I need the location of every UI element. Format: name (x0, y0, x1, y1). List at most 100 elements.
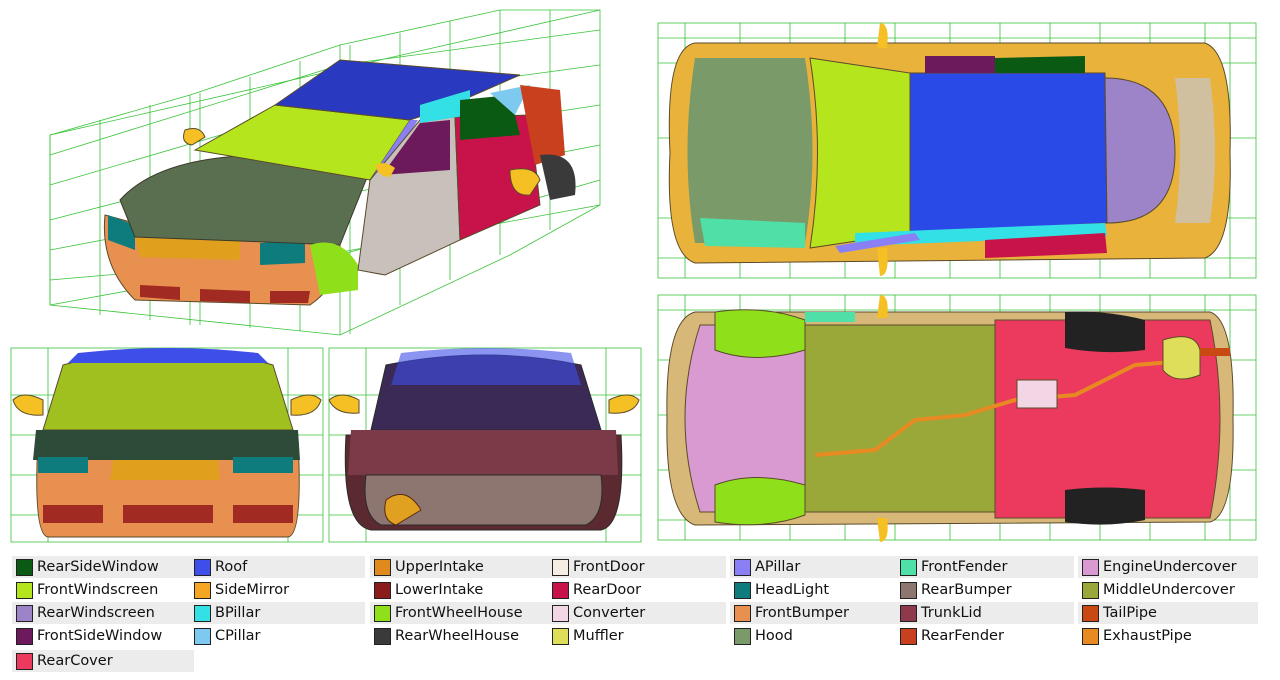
legend-label: FrontWindscreen (37, 582, 159, 598)
upper-intake (135, 237, 240, 260)
legend-label: TrunkLid (921, 605, 982, 621)
legend-label: TailPipe (1103, 605, 1157, 621)
rear-bumper (364, 474, 603, 526)
headlight-right (260, 240, 305, 265)
legend-label: CPillar (215, 628, 261, 644)
legend-item: FrontDoor (548, 556, 726, 578)
legend-swatch (734, 558, 751, 576)
side-mirror-top (877, 295, 888, 318)
c-pillar (490, 85, 530, 115)
legend-label: FrontSideWindow (37, 628, 163, 644)
front-view (8, 345, 326, 545)
hood (33, 430, 300, 460)
bottom-view-canvas (657, 294, 1257, 542)
rear-tire-top (1065, 311, 1145, 353)
legend-swatch (16, 604, 33, 622)
front-wheelhouse-bottom (714, 477, 806, 526)
legend-item: FrontWindscreen (12, 579, 194, 601)
trunk-lid (1175, 78, 1215, 223)
legend-item: RearWindscreen (12, 602, 194, 624)
legend-label: Muffler (573, 628, 624, 644)
roof-edge (391, 348, 581, 385)
legend-item: FrontWheelHouse (370, 602, 548, 624)
legend-label: Converter (573, 605, 646, 621)
rear-wheelhouse (540, 154, 576, 200)
a-pillar-strip (835, 233, 920, 253)
side-mirror-left (183, 128, 206, 146)
side-mirror-right (509, 168, 541, 196)
hood (119, 154, 371, 246)
legend-swatch (374, 558, 391, 576)
legend-label: FrontFender (921, 559, 1008, 575)
legend-swatch (16, 652, 33, 670)
top-view-canvas (657, 22, 1257, 279)
legend-item: UpperIntake (370, 556, 548, 578)
legend-swatch (1082, 558, 1099, 576)
legend-swatch (552, 558, 569, 576)
upper-intake (110, 460, 220, 480)
legend-item: RearSideWindow (12, 556, 194, 578)
legend-label: UpperIntake (395, 559, 484, 575)
legend-item: RearWheelHouse (370, 625, 548, 647)
front-windscreen (809, 57, 911, 249)
legend-swatch (552, 604, 569, 622)
rear-view (326, 345, 644, 545)
side-mirror-right (608, 394, 640, 414)
rear-door-strip (985, 233, 1107, 258)
perspective-view (40, 5, 640, 340)
lower-intake-center (123, 505, 213, 523)
legend-label: RearFender (921, 628, 1004, 644)
muffler (1162, 336, 1201, 380)
legend-label: MiddleUndercover (1103, 582, 1235, 598)
side-mirror-left (12, 394, 44, 416)
legend-swatch (1082, 604, 1099, 622)
side-mirror-left (328, 394, 360, 414)
legend-item: RearCover (12, 650, 194, 672)
legend-item: TrunkLid (896, 602, 1074, 624)
legend-label: BPillar (215, 605, 261, 621)
rear-side-window (460, 95, 520, 140)
legend-label: LowerIntake (395, 582, 484, 598)
legend-item: LowerIntake (370, 579, 548, 601)
rear-side-window-strip (995, 56, 1085, 73)
legend-label: RearWheelHouse (395, 628, 520, 644)
front-fender-strip (805, 312, 855, 322)
headlight-left (38, 457, 88, 473)
trunk-lid (348, 430, 618, 475)
legend-item: TailPipe (1078, 602, 1258, 624)
legend-item: RearBumper (896, 579, 1074, 601)
legend-swatch (194, 604, 211, 622)
side-mirror-bottom (877, 518, 888, 542)
roof (273, 59, 521, 121)
legend-label: RearCover (37, 653, 113, 669)
perspective-view-canvas (49, 9, 601, 336)
legend-item: Muffler (548, 625, 726, 647)
legend-swatch (734, 627, 751, 645)
legend-label: RearSideWindow (37, 559, 159, 575)
legend-swatch (374, 627, 391, 645)
legend-item: BPillar (190, 602, 365, 624)
legend-item: EngineUndercover (1078, 556, 1258, 578)
front-side-window-strip (925, 56, 995, 73)
legend-label: RearBumper (921, 582, 1012, 598)
legend-item: ExhaustPipe (1078, 625, 1258, 647)
legend-item: RearFender (896, 625, 1074, 647)
front-side-window (382, 120, 450, 175)
legend-item: FrontSideWindow (12, 625, 194, 647)
legend-swatch (734, 604, 751, 622)
side-mirror-right (290, 394, 322, 416)
legend-label: FrontWheelHouse (395, 605, 523, 621)
headlight-right (233, 457, 293, 473)
legend-label: Roof (215, 559, 248, 575)
legend-swatch (1082, 627, 1099, 645)
headlight-left (108, 215, 135, 250)
rear-tire-bottom (1065, 487, 1145, 525)
legend-swatch (900, 627, 917, 645)
side-mirror-door (375, 163, 395, 177)
rear-windscreen (1104, 77, 1176, 224)
legend-item: APillar (730, 556, 898, 578)
legend-label: HeadLight (755, 582, 830, 598)
legend-swatch (900, 604, 917, 622)
legend-swatch (194, 627, 211, 645)
legend-label: RearWindscreen (37, 605, 155, 621)
